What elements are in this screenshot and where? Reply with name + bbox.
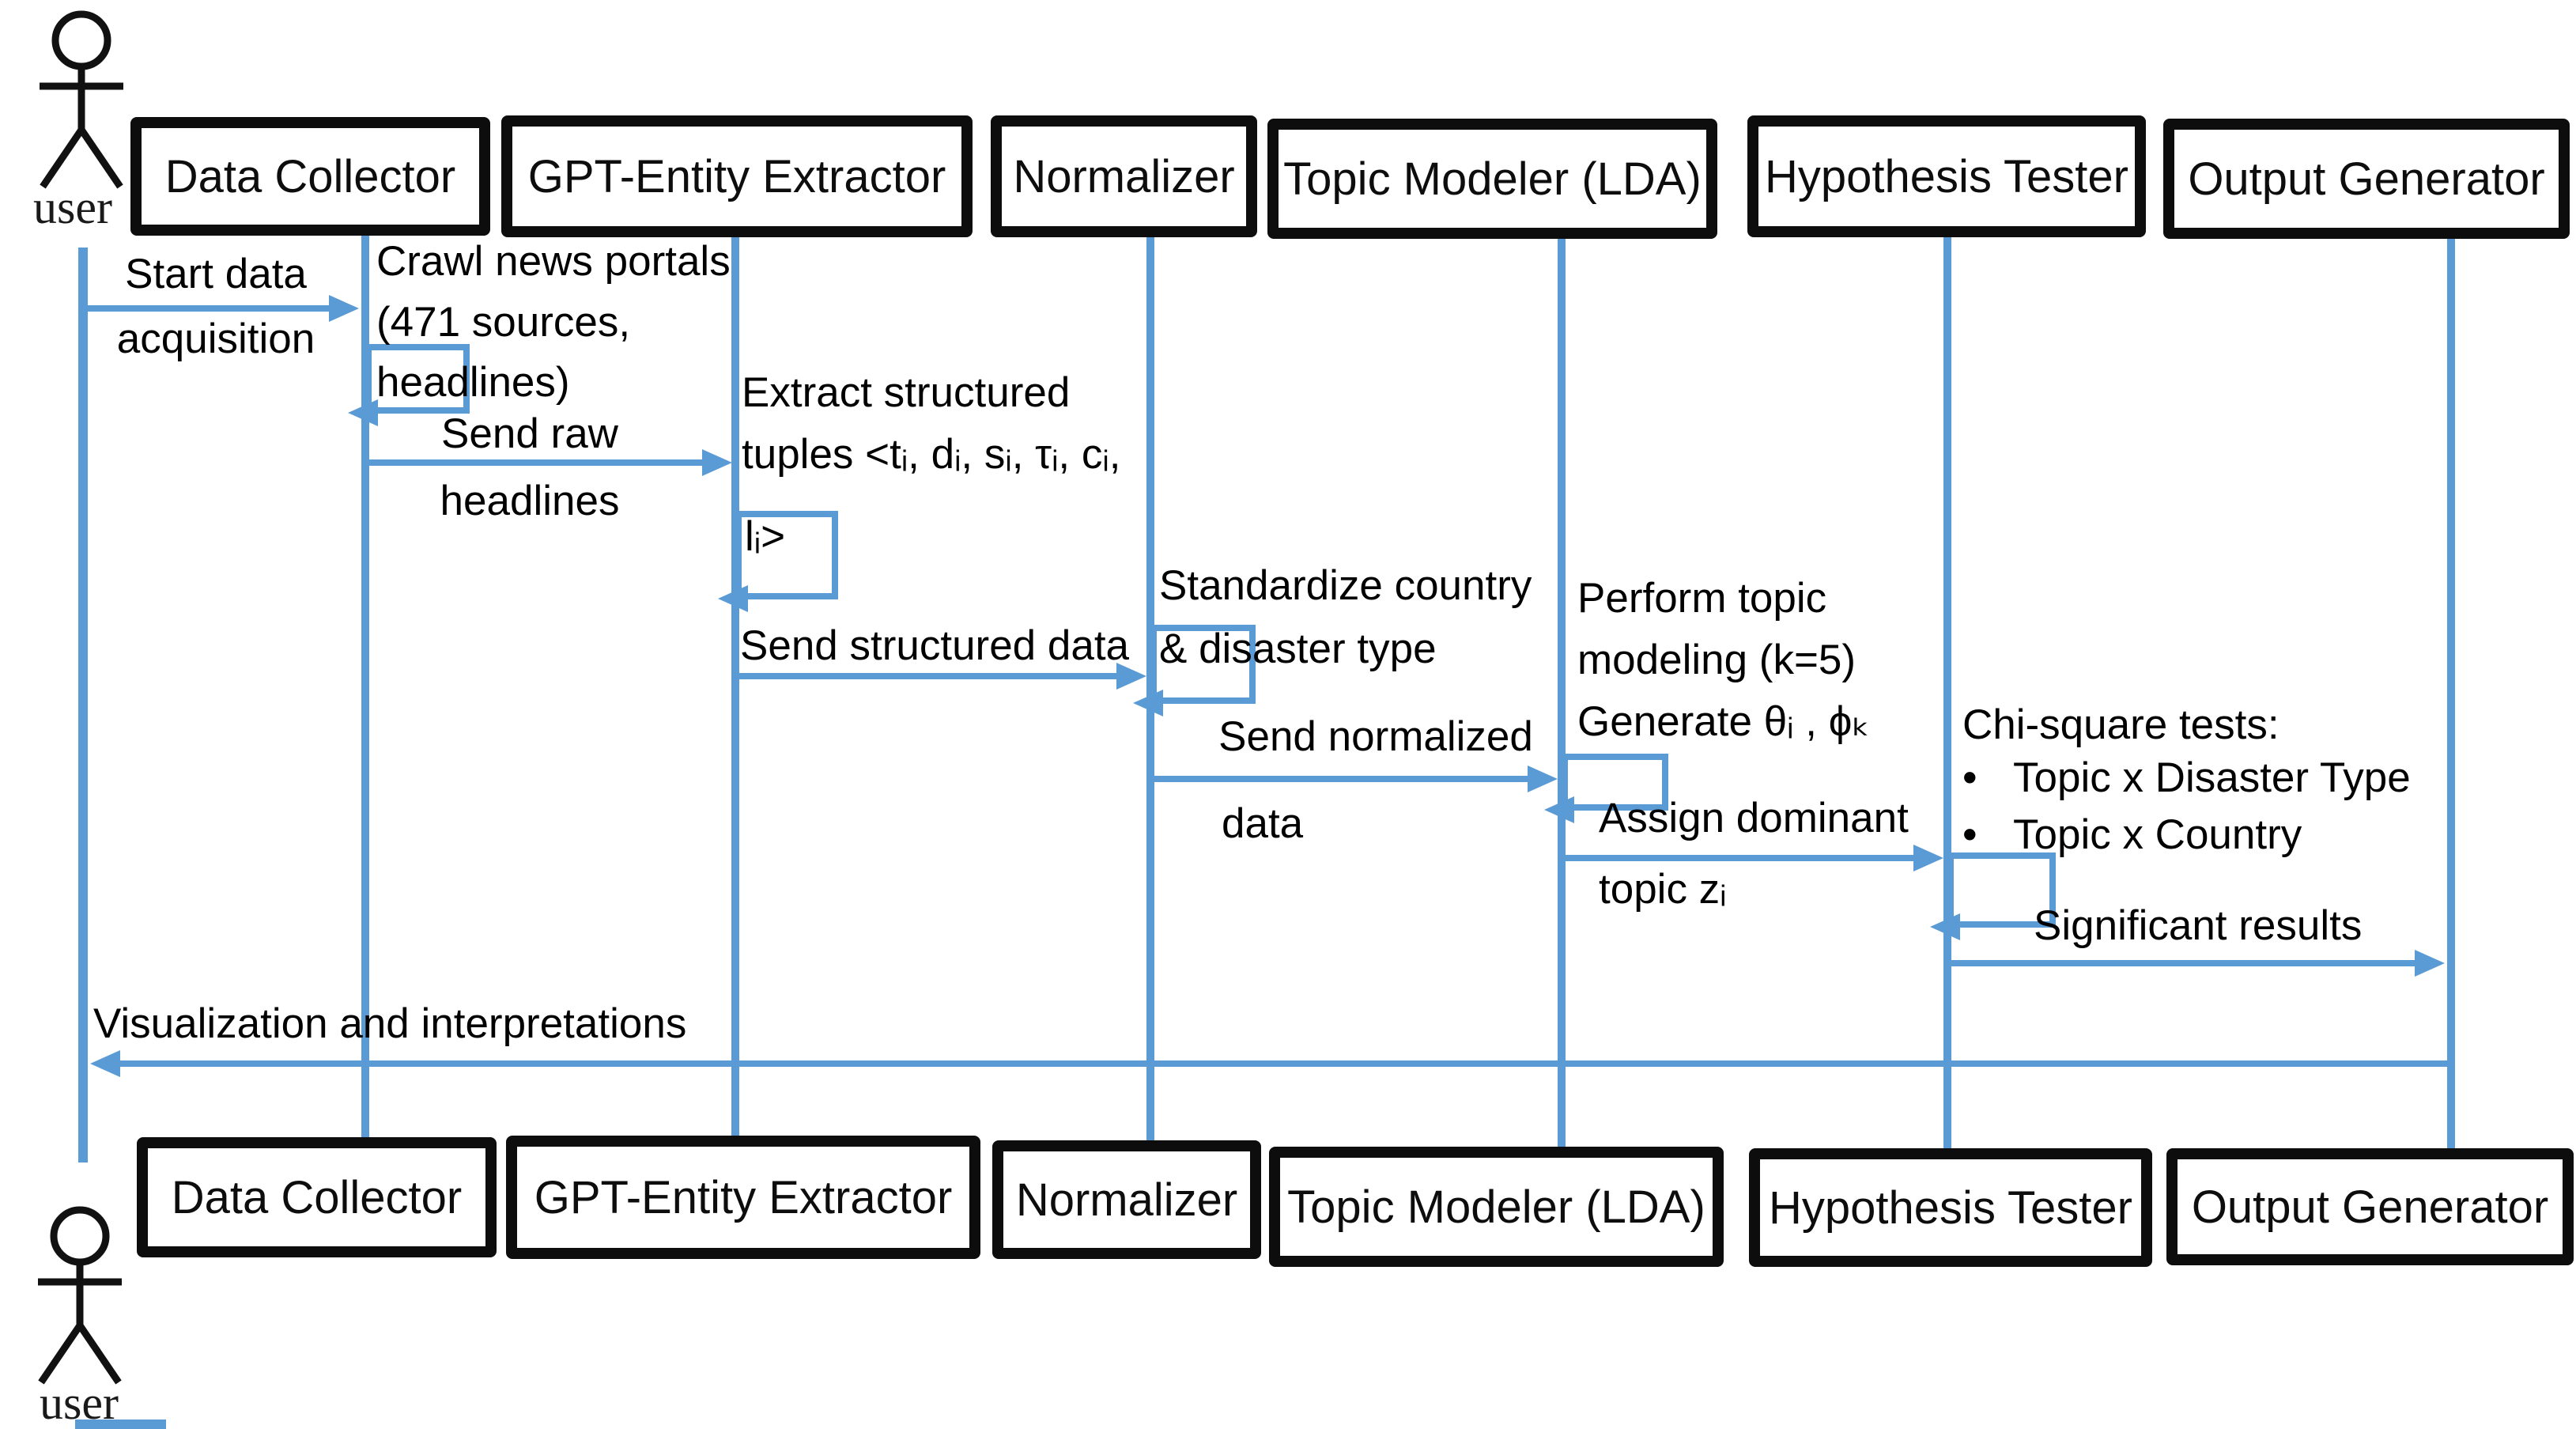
msg-visualization-line1: Visualization and interpretations <box>93 1000 687 1047</box>
msg-perform-line1: Perform topic <box>1577 575 1827 622</box>
participant-box-bottom-gpt-entity-extractor: GPT-Entity Extractor <box>506 1136 980 1259</box>
participant-box-bottom-hypothesis-tester: Hypothesis Tester <box>1749 1148 2152 1267</box>
participant-box-top-topic-modeler: Topic Modeler (LDA) <box>1267 119 1717 239</box>
participant-box-bottom-topic-modeler: Topic Modeler (LDA) <box>1269 1147 1724 1267</box>
lifeline-output-generator <box>2447 237 2455 1150</box>
msg-assign-line1: Assign dominant <box>1599 795 1909 841</box>
participant-box-top-data-collector: Data Collector <box>130 117 490 236</box>
msg-crawl-line1: Crawl news portals <box>376 238 731 285</box>
msg-significant-arrowhead <box>2415 950 2445 977</box>
lifeline-user <box>78 248 88 1162</box>
msg-perform-line2: modeling (k=5) <box>1577 637 1856 683</box>
participant-box-top-gpt-entity-extractor: GPT-Entity Extractor <box>501 115 973 237</box>
msg-standardize-self-arrowhead <box>1133 690 1163 716</box>
msg-send-raw-arrow <box>369 459 704 466</box>
msg-chi-bullet1: • Topic x Disaster Type <box>1962 755 2411 800</box>
bullet-icon: • <box>1962 811 1977 858</box>
msg-start-data-line2: acquisition <box>116 316 315 362</box>
msg-extract-line2: tuples <tᵢ, dᵢ, sᵢ, τᵢ, cᵢ, <box>742 431 1121 478</box>
msg-start-data-arrowhead <box>329 295 359 322</box>
msg-crawl-line3: headlines) <box>376 359 570 406</box>
lifeline-hypothesis-tester <box>1943 236 1951 1150</box>
msg-significant-line1: Significant results <box>2034 902 2363 949</box>
msg-crawl-line2: (471 sources, <box>376 299 631 346</box>
msg-assign-arrowhead <box>1913 845 1943 871</box>
user-actor-figure-top <box>40 10 123 189</box>
msg-send-raw-line1: Send raw <box>441 410 618 457</box>
msg-send-structured-arrowhead <box>1116 663 1146 690</box>
msg-crawl-self-arrowhead <box>348 399 378 426</box>
msg-assign-line2: topic zᵢ <box>1599 866 1727 913</box>
msg-standardize-self-loop <box>1150 625 1256 704</box>
user-label-top: user <box>33 181 112 233</box>
msg-chi-bullet2: • Topic x Country <box>1962 812 2302 857</box>
user-actor-figure-bottom <box>38 1206 122 1385</box>
msg-send-normalized-line2: data <box>1222 800 1304 847</box>
msg-perform-self-loop <box>1562 754 1668 811</box>
msg-extract-self-arrowhead <box>718 585 748 612</box>
msg-send-raw-line2: headlines <box>440 478 620 524</box>
msg-send-normalized-line1: Send normalized <box>1218 713 1533 760</box>
msg-start-data-line1: Start data <box>125 251 307 297</box>
msg-perform-self-arrowhead <box>1544 796 1574 823</box>
msg-send-structured-arrow <box>739 673 1118 679</box>
bullet-icon: • <box>1962 754 1977 801</box>
lifeline-data-collector <box>361 236 369 1139</box>
msg-standardize-line1: Standardize country <box>1159 562 1532 609</box>
msg-crawl-self-loop <box>365 344 470 414</box>
msg-chi-self-loop <box>1947 852 2056 928</box>
user-label-bottom: user <box>40 1377 119 1429</box>
msg-chi-title: Chi-square tests: <box>1962 701 2279 748</box>
msg-visualization-arrowhead <box>90 1050 120 1077</box>
msg-standardize-line2: & disaster type <box>1159 626 1437 672</box>
participant-box-bottom-output-generator: Output Generator <box>2166 1148 2574 1265</box>
msg-chi-bullet2-text: Topic x Country <box>2013 811 2302 858</box>
cropped-lifeline-fragment <box>75 1420 166 1429</box>
msg-send-normalized-arrowhead <box>1528 766 1558 792</box>
msg-extract-line3: lᵢ> <box>745 513 786 560</box>
msg-start-data-arrow <box>87 305 330 312</box>
msg-chi-self-arrowhead <box>1930 913 1960 940</box>
msg-extract-self-loop <box>735 511 838 599</box>
msg-send-normalized-arrow <box>1154 776 1529 782</box>
msg-send-raw-arrowhead <box>702 449 732 476</box>
msg-visualization-arrow <box>119 1060 2451 1067</box>
msg-significant-arrow <box>1951 960 2416 966</box>
msg-perform-line3: Generate θᵢ , ϕₖ <box>1577 698 1870 745</box>
lifeline-topic-modeler <box>1558 237 1566 1148</box>
participant-box-top-hypothesis-tester: Hypothesis Tester <box>1747 115 2146 237</box>
participant-box-top-output-generator: Output Generator <box>2163 119 2570 239</box>
lifeline-gpt-entity-extractor <box>731 236 739 1137</box>
participant-box-bottom-normalizer: Normalizer <box>992 1140 1261 1259</box>
msg-send-structured-line1: Send structured data <box>740 622 1130 669</box>
participant-box-bottom-data-collector: Data Collector <box>137 1137 497 1257</box>
msg-extract-line1: Extract structured <box>742 369 1071 416</box>
msg-chi-bullet1-text: Topic x Disaster Type <box>2013 754 2411 801</box>
msg-assign-arrow <box>1562 855 1915 861</box>
participant-box-top-normalizer: Normalizer <box>991 115 1257 237</box>
